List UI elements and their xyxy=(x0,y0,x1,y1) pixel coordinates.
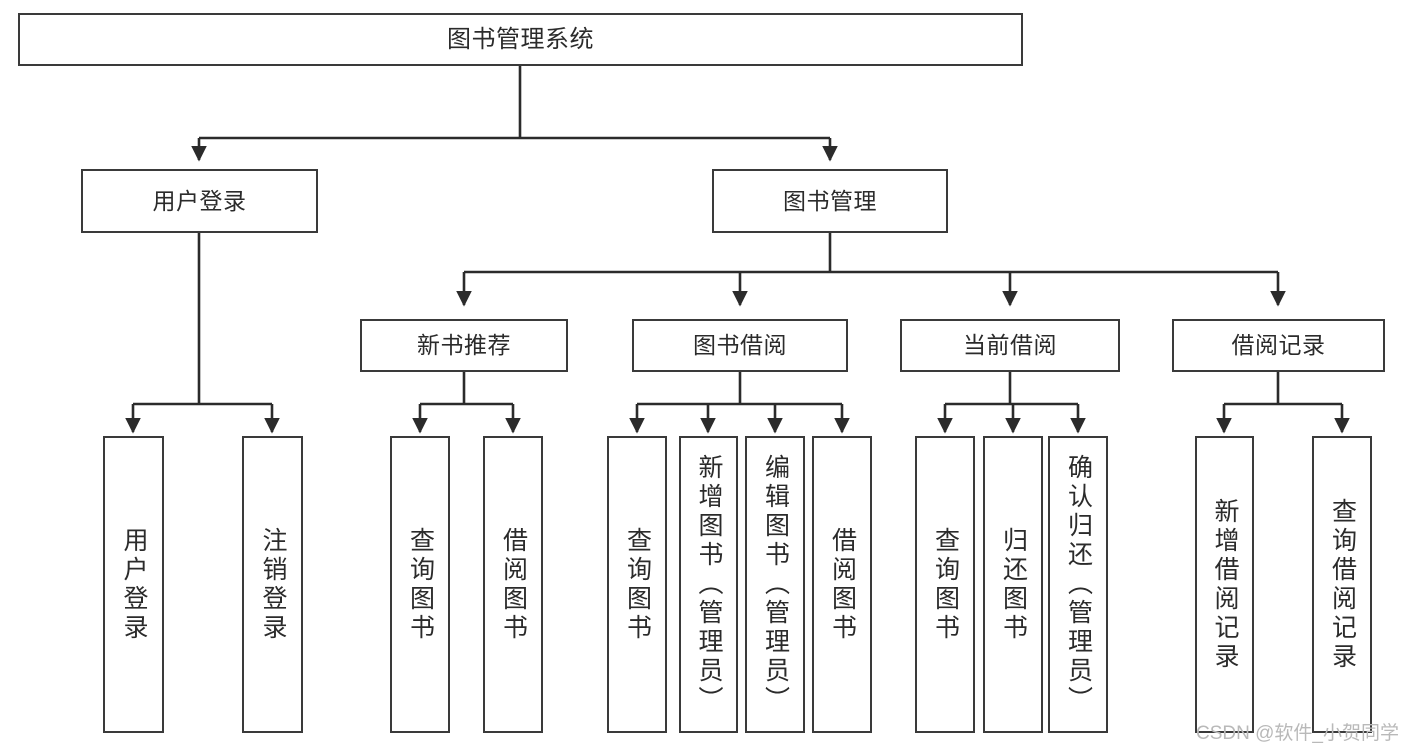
node-leaf-add-borrow-record[interactable]: 新增借阅记录 xyxy=(1195,436,1254,733)
node-label: 归还图书 xyxy=(999,526,1028,643)
node-label: 新书推荐 xyxy=(417,332,511,359)
node-leaf-edit-book-admin[interactable]: 编辑图书（管理员） xyxy=(745,436,805,733)
node-label: 查询图书 xyxy=(406,526,435,643)
node-label: 当前借阅 xyxy=(963,332,1057,359)
node-leaf-query-borrow-record[interactable]: 查询借阅记录 xyxy=(1312,436,1372,733)
node-leaf-borrow-book-recommend[interactable]: 借阅图书 xyxy=(483,436,543,733)
node-label: 借阅图书 xyxy=(828,526,857,643)
node-label: 图书管理 xyxy=(783,187,877,214)
node-leaf-return-book[interactable]: 归还图书 xyxy=(983,436,1043,733)
node-label: 确认归还（管理员） xyxy=(1064,454,1093,715)
node-label: 新增图书（管理员） xyxy=(695,454,723,715)
node-user-login[interactable]: 用户登录 xyxy=(81,169,318,233)
node-label: 借阅记录 xyxy=(1231,332,1326,359)
node-label: 图书借阅 xyxy=(693,332,787,359)
node-borrow-record[interactable]: 借阅记录 xyxy=(1172,319,1385,372)
node-leaf-query-book-borrow[interactable]: 查询图书 xyxy=(607,436,667,733)
node-label: 新增借阅记录 xyxy=(1211,497,1239,672)
node-label: 注销登录 xyxy=(259,526,287,643)
node-leaf-user-login[interactable]: 用户登录 xyxy=(103,436,164,733)
node-current-borrow[interactable]: 当前借阅 xyxy=(900,319,1120,372)
node-leaf-add-book-admin[interactable]: 新增图书（管理员） xyxy=(679,436,738,733)
node-label: 查询图书 xyxy=(623,526,652,643)
node-label: 查询图书 xyxy=(931,526,960,643)
node-label: 借阅图书 xyxy=(499,526,528,643)
node-book-manage[interactable]: 图书管理 xyxy=(712,169,948,233)
node-label: 用户登录 xyxy=(120,526,148,643)
node-leaf-query-book-recommend[interactable]: 查询图书 xyxy=(390,436,450,733)
node-book-borrow[interactable]: 图书借阅 xyxy=(632,319,848,372)
node-label: 图书管理系统 xyxy=(447,25,594,53)
node-leaf-logout-login[interactable]: 注销登录 xyxy=(242,436,303,733)
node-label: 编辑图书（管理员） xyxy=(761,454,790,715)
node-leaf-borrow-book[interactable]: 借阅图书 xyxy=(812,436,872,733)
node-new-book-recommend[interactable]: 新书推荐 xyxy=(360,319,568,372)
node-label: 查询借阅记录 xyxy=(1328,497,1357,672)
node-label: 用户登录 xyxy=(152,187,247,214)
node-leaf-query-book-current[interactable]: 查询图书 xyxy=(915,436,975,733)
node-book-management-system[interactable]: 图书管理系统 xyxy=(18,13,1023,66)
node-leaf-confirm-return-admin[interactable]: 确认归还（管理员） xyxy=(1048,436,1108,733)
